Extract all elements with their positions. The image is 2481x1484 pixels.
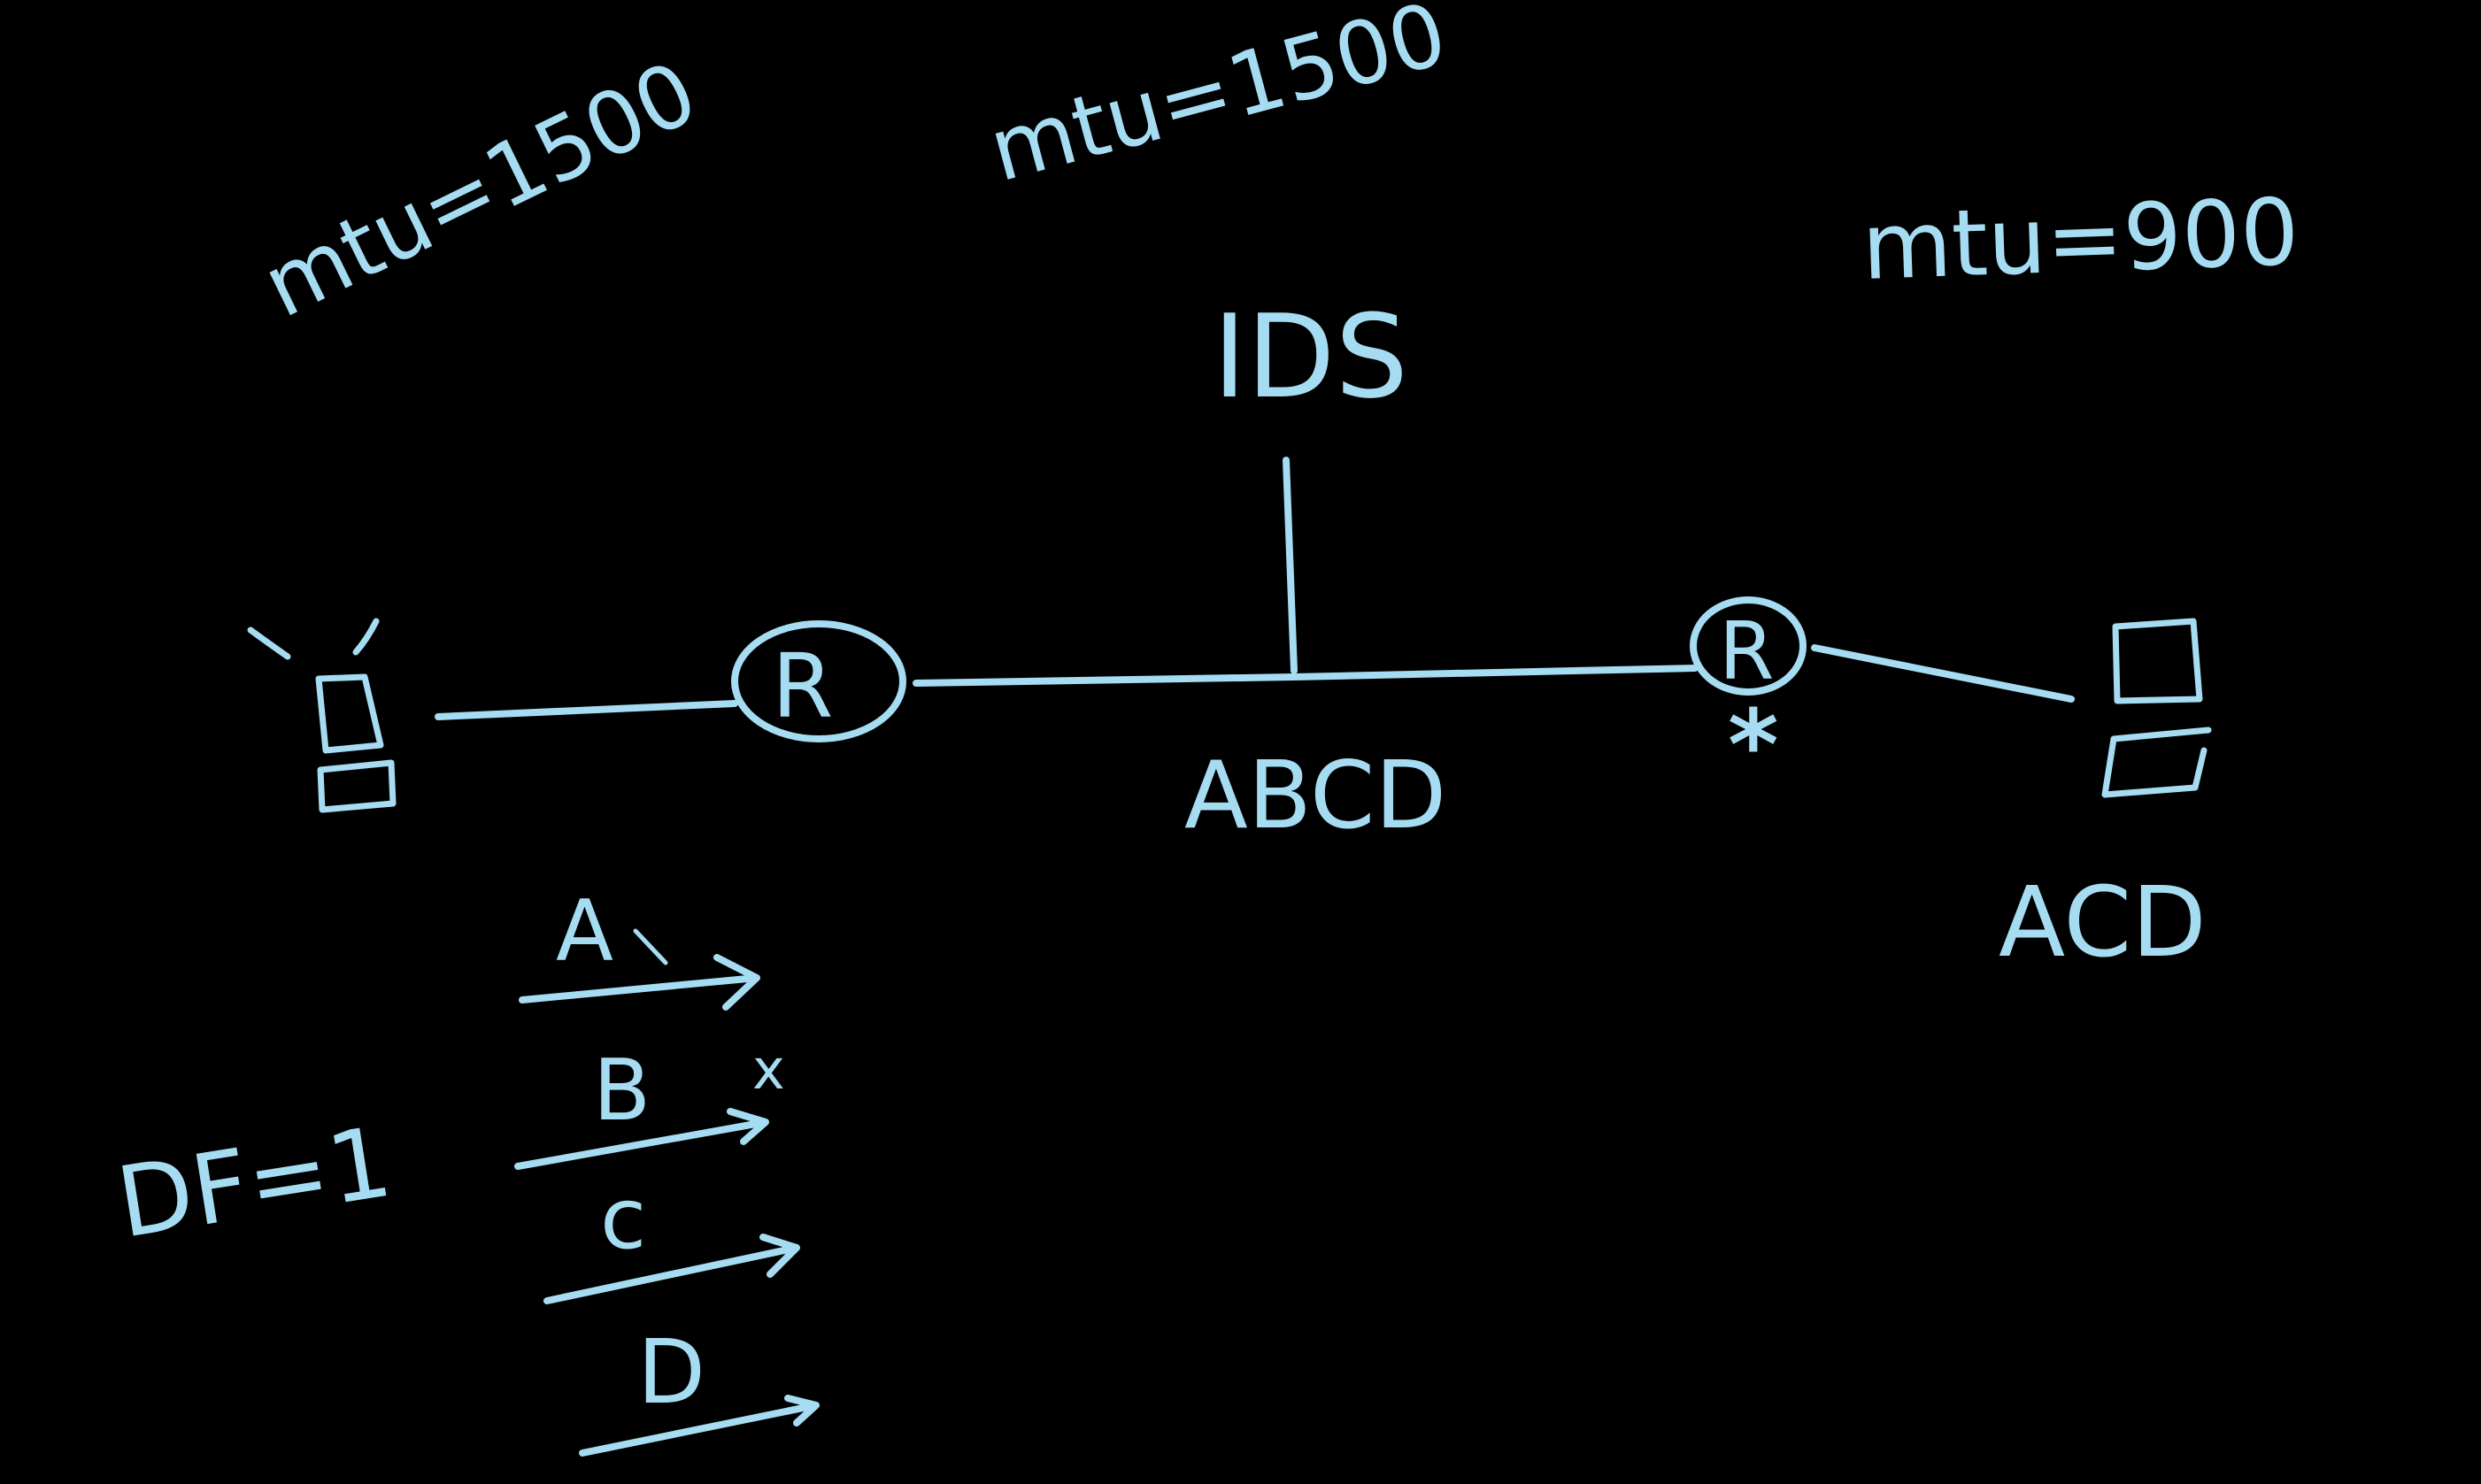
fragment-d-label: D xyxy=(637,1320,705,1424)
fragment-b-label: B xyxy=(593,1042,651,1140)
pen-cursor-icon xyxy=(633,928,668,965)
mtu-label-right: mtu=900 xyxy=(1861,178,2301,301)
router-right-label: R xyxy=(1719,605,1775,698)
ids-label: IDS xyxy=(1213,289,1408,424)
link-router-victim xyxy=(1811,644,2075,703)
ids-tap-line xyxy=(1283,457,1298,674)
fragment-b-arrow xyxy=(514,1108,769,1170)
fragment-d-arrow xyxy=(579,1395,820,1457)
fragment-c-arrow xyxy=(543,1234,800,1304)
fragment-c-label: c xyxy=(600,1171,646,1268)
attacker-host-icon xyxy=(247,618,397,813)
link-middle-segment xyxy=(913,665,1699,687)
router-right-icon: R xyxy=(1690,596,1807,698)
victim-host-icon xyxy=(2101,618,2212,798)
fragment-b-drop-mark: x xyxy=(752,1037,785,1102)
middle-segment-label: ABCD xyxy=(1184,742,1446,850)
link-attacker-router xyxy=(435,700,738,720)
fragment-a-label: A xyxy=(556,883,613,980)
fragment-a-arrow xyxy=(519,954,760,1011)
router-left-icon: R xyxy=(731,620,906,742)
right-host-label: ACD xyxy=(1999,865,2207,979)
router-left-label: R xyxy=(772,634,833,738)
router-right-drop-mark: * xyxy=(1728,688,1779,802)
